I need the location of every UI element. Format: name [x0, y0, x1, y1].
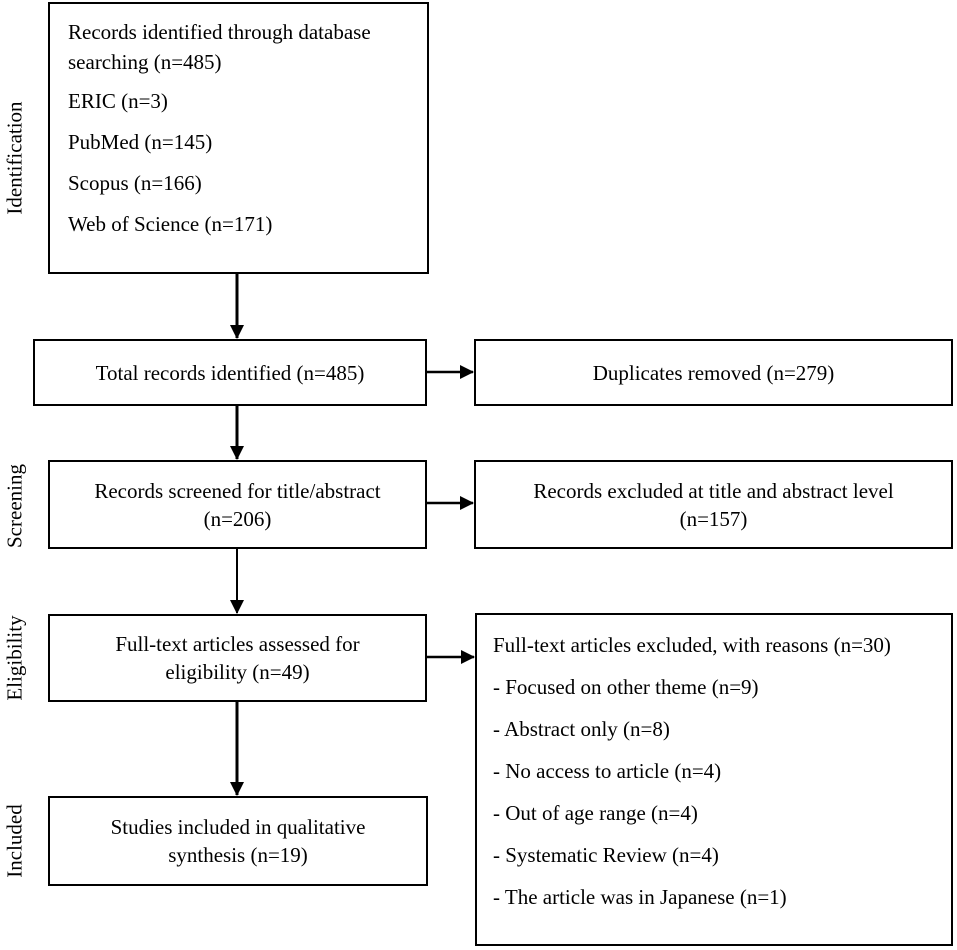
fulltext-excluded-box: Full-text articles excluded, with reason…: [475, 613, 953, 946]
records-excluded-box: Records excluded at title and abstract l…: [474, 460, 953, 549]
source-pubmed: PubMed (n=145): [68, 130, 213, 154]
duplicates-removed-box: Duplicates removed (n=279): [474, 339, 953, 406]
fulltext-assessed-line-2: eligibility (n=49): [165, 660, 310, 684]
fulltext-assessed-box: Full-text articles assessed for eligibil…: [48, 614, 427, 702]
exclusion-reason: - Systematic Review (n=4): [493, 843, 719, 867]
fulltext-excluded-title: Full-text articles excluded, with reason…: [493, 633, 891, 657]
studies-included-line-2: synthesis (n=19): [168, 843, 308, 867]
total-records-box: Total records identified (n=485): [33, 339, 427, 406]
source-scopus: Scopus (n=166): [68, 171, 202, 195]
source-eric: ERIC (n=3): [68, 89, 168, 113]
exclusion-reason: - Out of age range (n=4): [493, 801, 698, 825]
records-identified-box: Records identified through database sear…: [48, 2, 429, 274]
records-excluded-line-2: (n=157): [679, 506, 748, 531]
records-screened-line-2: (n=206): [203, 506, 272, 531]
exclusion-reason: - No access to article (n=4): [493, 759, 722, 783]
exclusion-reason: - Abstract only (n=8): [493, 717, 670, 741]
exclusion-reason: - The article was in Japanese (n=1): [493, 885, 787, 909]
records-screened-line-1: Records screened for title/abstract: [94, 478, 381, 503]
records-excluded-line-1: Records excluded at title and abstract l…: [533, 478, 894, 503]
exclusion-reason: - Focused on other theme (n=9): [493, 675, 759, 699]
records-identified-line-1: Records identified through database: [68, 20, 371, 44]
studies-included-line-1: Studies included in qualitative: [110, 815, 366, 839]
studies-included-box: Studies included in qualitative synthesi…: [48, 796, 428, 886]
source-web-of-science: Web of Science (n=171): [68, 212, 273, 236]
total-records-text: Total records identified (n=485): [95, 360, 365, 385]
fulltext-assessed-line-1: Full-text articles assessed for: [115, 632, 360, 656]
records-identified-line-2: searching (n=485): [68, 50, 222, 74]
duplicates-removed-text: Duplicates removed (n=279): [592, 360, 835, 385]
records-screened-box: Records screened for title/abstract (n=2…: [48, 460, 427, 549]
